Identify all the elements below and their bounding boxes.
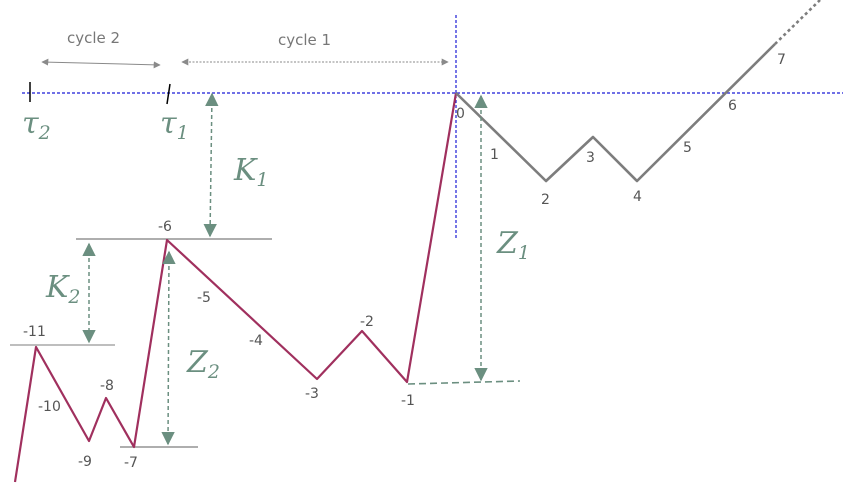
point-label: -7 (124, 455, 138, 471)
point-label: 6 (728, 98, 737, 114)
point-label: 1 (490, 147, 499, 163)
point-label: 2 (541, 192, 550, 208)
point-label: -6 (158, 219, 172, 235)
point-label: -5 (197, 290, 211, 306)
point-label: -8 (100, 378, 114, 394)
point-label: -2 (360, 314, 374, 330)
k1-arrow (203, 92, 219, 238)
z1-label: Z1 (496, 226, 530, 264)
future-price-path (455, 43, 776, 183)
z2-label: Z2 (186, 345, 220, 383)
point-label: 4 (633, 189, 642, 205)
point-labels: -11 -10 -9 -8 -7 -6 -5 -4 -3 -2 -1 0 1 2… (23, 52, 786, 471)
past-price-path (13, 92, 458, 483)
cycle-1-label: cycle 1 (278, 31, 331, 49)
point-label: 0 (456, 106, 465, 122)
future-path-continuation (774, 0, 821, 45)
point-label: 3 (586, 150, 595, 166)
k1-label: K1 (233, 153, 269, 191)
point-label: -3 (305, 386, 319, 402)
tau-2-symbol: τ2 (22, 106, 51, 144)
point-label: -9 (78, 454, 92, 470)
k2-label: K2 (45, 270, 81, 308)
cycle-2-arrow (41, 58, 161, 69)
point-label: -1 (401, 393, 415, 409)
point-label: 7 (777, 52, 786, 68)
point-label: 5 (683, 140, 692, 156)
point-label: -4 (249, 333, 263, 349)
cycle-2-label: cycle 2 (67, 29, 120, 47)
point-label: -11 (23, 324, 46, 340)
level-line-minus-1 (407, 380, 521, 385)
point-label: -10 (38, 399, 61, 415)
z2-arrow (161, 250, 176, 446)
tau-1-tick (166, 83, 171, 105)
tau-1-symbol: τ1 (160, 106, 189, 144)
